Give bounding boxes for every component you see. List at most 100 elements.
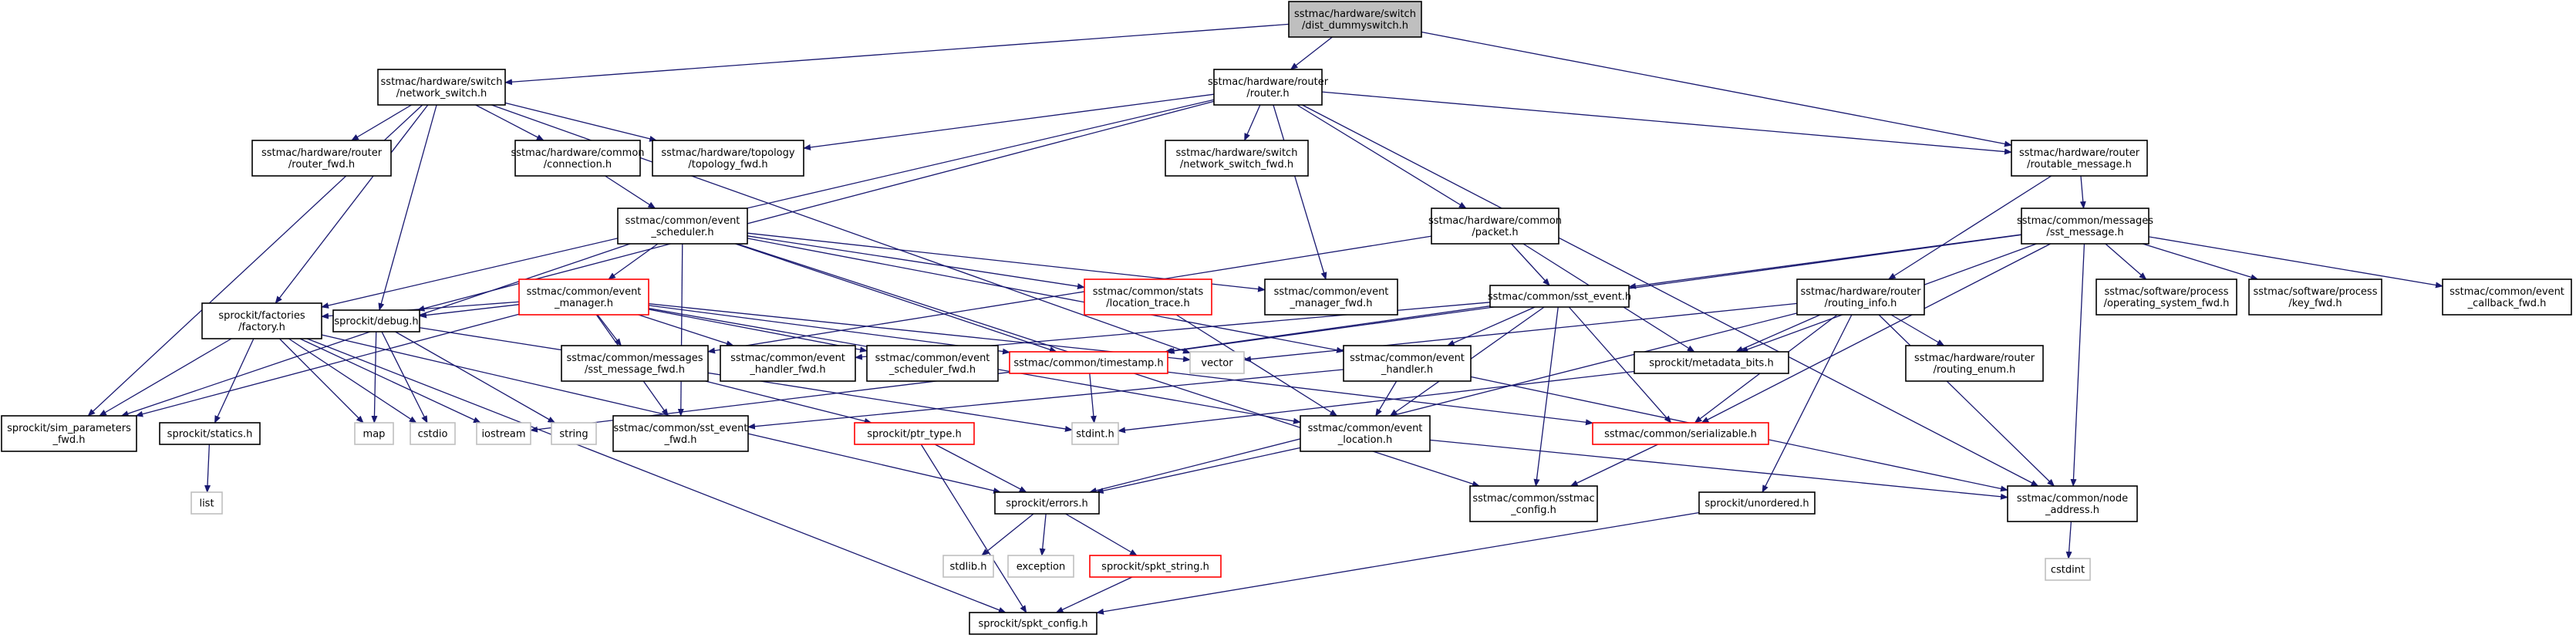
node-label-line: string (559, 429, 588, 441)
edge-sst_message-to-node_address (2070, 243, 2085, 487)
node-root[interactable]: sstmac/hardware/switch/dist_dummyswitch.… (1288, 1, 1422, 38)
node-label-line: /network_switch.h (396, 88, 487, 100)
node-vector[interactable]: vector (1189, 351, 1245, 374)
node-event-handler[interactable]: sstmac/common/event_handler.h (1343, 345, 1472, 382)
node-label-line: sstmac/hardware/router (1914, 353, 2035, 364)
edge-event_scheduler-to-event_manager (608, 243, 659, 280)
node-label-line: /packet.h (1472, 227, 1518, 238)
edge-router-to-factory (321, 99, 1215, 309)
node-sstmac-config[interactable]: sstmac/common/sstmac_config.h (1469, 485, 1598, 522)
node-routing-enum[interactable]: sstmac/hardware/router/routing_enum.h (1905, 345, 2044, 382)
edge-factory-to-sim_parameters_fwd (99, 338, 232, 417)
edge-network_switch-to-debug (378, 104, 437, 311)
node-debug[interactable]: sprockit/debug.h (332, 309, 420, 333)
node-label-line: sstmac/common/sstmac (1472, 493, 1594, 505)
node-box (1264, 278, 1398, 316)
node-node-address[interactable]: sstmac/common/node_address.h (2007, 485, 2138, 522)
node-event-callback-fwd[interactable]: sstmac/common/event_callback_fwd.h (2442, 278, 2572, 316)
node-key-fwd[interactable]: sstmac/software/process/key_fwd.h (2248, 278, 2382, 316)
node-box (1189, 351, 1245, 374)
node-box (652, 140, 804, 177)
node-sst-event[interactable]: sstmac/common/sst_event.h (1488, 285, 1631, 308)
node-list[interactable]: list (191, 491, 223, 515)
node-operating-system-fwd[interactable]: sstmac/software/process/operating_system… (2096, 278, 2237, 316)
node-router[interactable]: sstmac/hardware/router/router.h (1208, 69, 1329, 106)
edge-factory-to-spkt_config (306, 338, 1006, 613)
node-timestamp[interactable]: sstmac/common/timestamp.h (1009, 351, 1168, 374)
node-routable-message[interactable]: sstmac/hardware/router/routable_message.… (2011, 140, 2148, 177)
node-label-line: sstmac/common/sst_event.h (1488, 292, 1631, 303)
node-spkt-string[interactable]: sprockit/spkt_string.h (1089, 555, 1222, 578)
node-event-handler-fwd[interactable]: sstmac/common/event_handler_fwd.h (720, 345, 856, 382)
node-router-fwd[interactable]: sstmac/hardware/router/router_fwd.h (251, 140, 392, 177)
node-label-line: sstmac/hardware/topology (661, 147, 794, 159)
node-label-line: sstmac/common/stats (1093, 286, 1204, 298)
node-sst-message[interactable]: sstmac/common/messages/sst_message.h (2017, 208, 2153, 245)
node-label-line: cstdio (418, 429, 448, 441)
node-label-line: _config.h (1510, 505, 1556, 516)
node-label-line: _callback_fwd.h (2467, 298, 2547, 309)
node-exception[interactable]: exception (1007, 555, 1074, 578)
node-box (1288, 1, 1422, 38)
node-box (2021, 208, 2149, 245)
node-string[interactable]: string (551, 422, 597, 445)
node-label-line: /topology_fwd.h (688, 159, 767, 170)
node-box (1469, 485, 1598, 522)
node-iostream[interactable]: iostream (476, 422, 531, 445)
node-label-line: sprockit/errors.h (1006, 498, 1087, 510)
node-ptr-type[interactable]: sprockit/ptr_type.h (854, 422, 975, 445)
node-label-line: _handler_fwd.h (749, 364, 825, 376)
edge-factory-to-cstdio (288, 338, 417, 424)
edge-router-to-topology_fwd (803, 93, 1215, 150)
node-event-manager[interactable]: sstmac/common/event_manager.h (518, 278, 649, 316)
node-label-line: sstmac/hardware/router (261, 147, 383, 159)
edge-statics-to-list (204, 444, 211, 493)
node-label-line: stdlib.h (950, 562, 987, 573)
node-event-location[interactable]: sstmac/common/event_location.h (1300, 415, 1431, 452)
edge-event_scheduler-to-timestamp (735, 243, 1057, 353)
node-sst-event-fwd[interactable]: sstmac/common/sst_event_fwd.h (612, 415, 749, 452)
node-network-switch-fwd[interactable]: sstmac/hardware/switch/network_switch_fw… (1165, 140, 1309, 177)
node-serializable[interactable]: sstmac/common/serializable.h (1592, 422, 1769, 445)
edge-factory-to-map (278, 338, 364, 424)
node-topology-fwd[interactable]: sstmac/hardware/topology/topology_fwd.h (652, 140, 804, 177)
node-stdlib[interactable]: stdlib.h (942, 555, 994, 578)
edge-routable_message-to-sst_message (2079, 175, 2086, 209)
edge-network_switch-to-topology_fwd (504, 102, 658, 142)
node-sim-parameters-fwd[interactable]: sprockit/sim_parameters_fwd.h (1, 415, 137, 452)
node-unordered[interactable]: sprockit/unordered.h (1698, 491, 1816, 515)
node-event-scheduler[interactable]: sstmac/common/event_scheduler.h (617, 208, 748, 245)
edge-sst_event-to-timestamp (1164, 305, 1491, 354)
node-event-scheduler-fwd[interactable]: sstmac/common/event_scheduler_fwd.h (866, 345, 999, 382)
edge-event_manager-to-event_scheduler_fwd (648, 309, 868, 353)
node-cstdio[interactable]: cstdio (410, 422, 456, 445)
node-label-line: sprockit/unordered.h (1704, 498, 1809, 510)
node-statics[interactable]: sprockit/statics.h (159, 422, 261, 445)
node-location-trace[interactable]: sstmac/common/stats/location_trace.h (1084, 278, 1212, 316)
node-packet[interactable]: sstmac/hardware/common/packet.h (1428, 208, 1562, 245)
node-errors[interactable]: sprockit/errors.h (994, 491, 1100, 515)
node-sst-message-fwd[interactable]: sstmac/common/messages/sst_message_fwd.h (561, 345, 709, 382)
node-event-manager-fwd[interactable]: sstmac/common/event_manager_fwd.h (1264, 278, 1398, 316)
edge-sst_event-to-event_handler (1446, 306, 1536, 346)
node-box (1634, 351, 1789, 374)
node-routing-info[interactable]: sstmac/hardware/router/routing_info.h (1796, 278, 1925, 316)
node-spkt-config[interactable]: sprockit/spkt_config.h (969, 612, 1097, 635)
node-cstdint[interactable]: cstdint (2045, 558, 2091, 581)
node-stdint[interactable]: stdint.h (1071, 422, 1119, 445)
node-factory[interactable]: sprockit/factories/factory.h (201, 302, 322, 339)
node-box (1071, 422, 1119, 445)
node-box (354, 422, 394, 445)
node-box (377, 69, 506, 106)
node-label-line: /connection.h (544, 159, 612, 170)
node-label-line: _manager_fwd.h (1289, 298, 1372, 309)
node-label-line: sstmac/common/serializable.h (1604, 429, 1757, 441)
node-label-line: sprockit/spkt_string.h (1101, 562, 1209, 573)
node-map[interactable]: map (354, 422, 394, 445)
node-connection[interactable]: sstmac/hardware/common/connection.h (511, 140, 645, 177)
node-network-switch[interactable]: sstmac/hardware/switch/network_switch.h (377, 69, 506, 106)
node-metadata-bits[interactable]: sprockit/metadata_bits.h (1634, 351, 1789, 374)
node-label-line: cstdint (2051, 565, 2085, 576)
